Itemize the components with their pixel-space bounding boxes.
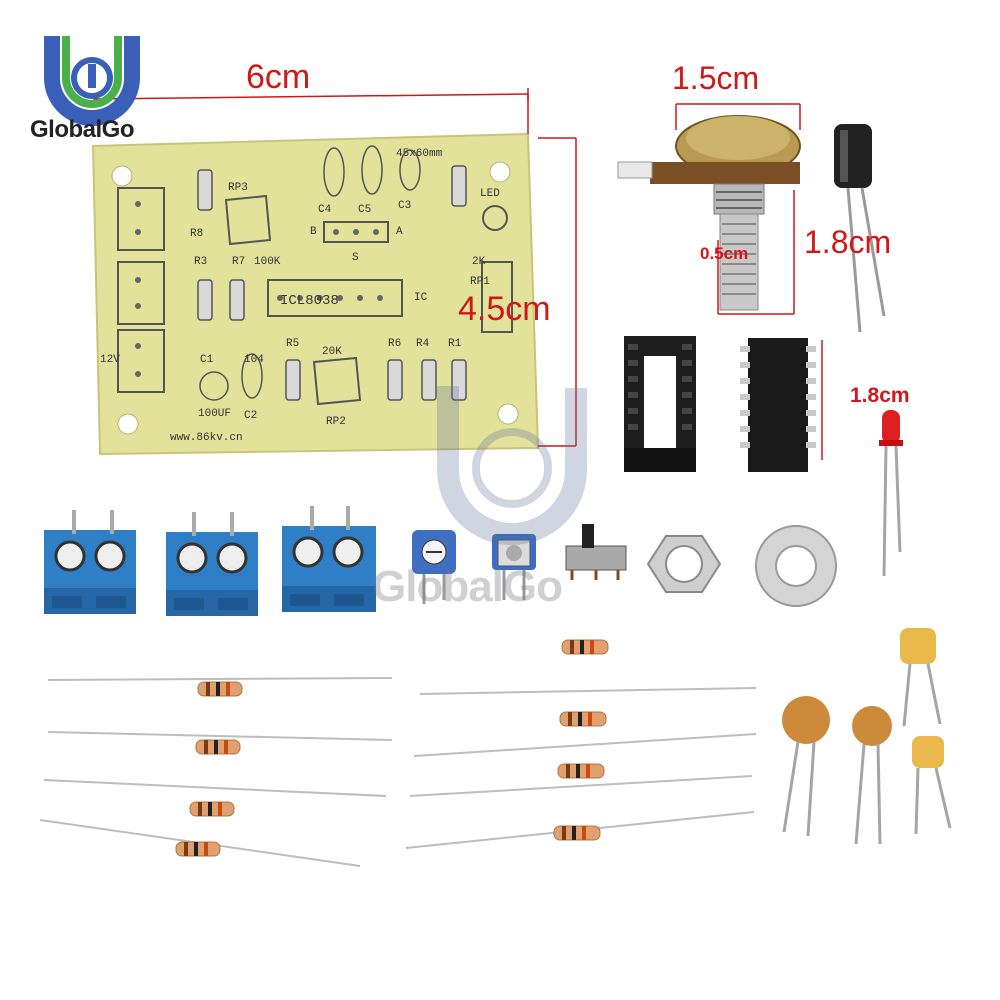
svg-text:100UF: 100UF: [198, 408, 231, 420]
svg-text:www.86kv.cn: www.86kv.cn: [170, 432, 243, 444]
svg-text:LED: LED: [480, 188, 500, 200]
resistor: [405, 811, 755, 849]
potentiometer: [617, 115, 801, 311]
screw-terminal: [44, 510, 136, 614]
ic-chip: [740, 338, 823, 472]
trimmer-potentiometer: [412, 530, 456, 604]
svg-text:12V: 12V: [100, 354, 120, 366]
ceramic-capacitor: [852, 706, 892, 845]
ceramic-capacitor: [900, 628, 942, 727]
watermark-text: GlobalGo: [372, 562, 563, 611]
resistor: [413, 711, 757, 757]
watermark-logo: [437, 386, 587, 545]
red-led: [879, 410, 903, 577]
svg-text:2K: 2K: [472, 256, 486, 268]
led-length-label: 1.8cm: [850, 384, 910, 407]
brand-logo-mark: [44, 36, 140, 126]
svg-text:RP2: RP2: [326, 416, 346, 428]
svg-text:R5: R5: [286, 338, 299, 350]
svg-text:A: A: [396, 226, 403, 238]
board-width-label: 6cm: [246, 58, 311, 96]
resistor: [419, 639, 757, 695]
screw-terminal: [282, 506, 376, 612]
resistor: [47, 677, 393, 697]
slide-switch: [565, 524, 627, 580]
resistor: [409, 763, 753, 797]
svg-text:R7: R7: [232, 256, 245, 268]
pcb-chip-label: ICL8038: [280, 293, 339, 309]
ceramic-capacitor: [782, 696, 830, 837]
resistor: [47, 731, 393, 755]
pcb-board: ICL8038 45x60mm www.86kv.cn RP3 C4 C5 C3…: [91, 132, 540, 456]
svg-text:C3: C3: [398, 200, 411, 212]
svg-text:RP1: RP1: [470, 276, 490, 288]
svg-text:C4: C4: [318, 204, 332, 216]
svg-text:100K: 100K: [254, 256, 281, 268]
svg-text:R1: R1: [448, 338, 462, 350]
svg-text:R3: R3: [194, 256, 207, 268]
ic-socket: [624, 336, 696, 472]
board-dimension-lines: [93, 88, 577, 447]
svg-text:20K: 20K: [322, 346, 342, 358]
svg-text:R8: R8: [190, 228, 203, 240]
pot-shaft-label: 0.5cm: [700, 244, 749, 263]
board-height-label: 4.5cm: [458, 290, 551, 328]
resistor: [43, 779, 387, 817]
svg-text:B: B: [310, 226, 317, 238]
svg-text:C5: C5: [358, 204, 371, 216]
svg-text:C2: C2: [244, 410, 257, 422]
svg-text:RP3: RP3: [228, 182, 248, 194]
svg-text:45x60mm: 45x60mm: [396, 148, 443, 160]
svg-text:S: S: [352, 252, 359, 264]
svg-text:R4: R4: [416, 338, 430, 350]
pot-width-label: 1.5cm: [672, 60, 760, 96]
trimmer-potentiometer: [492, 534, 536, 600]
svg-text:IC: IC: [414, 292, 428, 304]
svg-text:R6: R6: [388, 338, 401, 350]
resistor: [39, 819, 361, 867]
ceramic-capacitor: [912, 736, 952, 835]
capacitor-length-label: 1.8cm: [804, 224, 892, 260]
hex-nut: [646, 535, 722, 593]
screw-terminal: [166, 512, 258, 616]
washer: [755, 525, 837, 607]
svg-text:104: 104: [244, 354, 264, 366]
pot-dimension-lines: [675, 103, 801, 315]
svg-text:C1: C1: [200, 354, 214, 366]
electrolytic-capacitor: [834, 124, 886, 333]
brand-logo-text: GlobalGo: [30, 116, 135, 143]
